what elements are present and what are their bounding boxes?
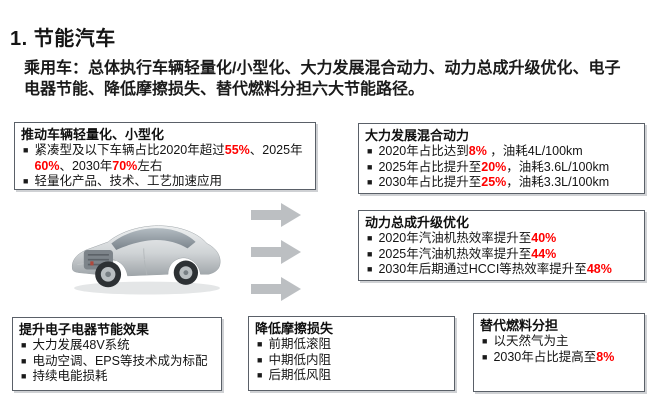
bullet-text: 2030年占比提升至25%，油耗3.3L/100km [378,175,610,189]
bullet-square-icon: ■ [21,371,27,381]
box-altfuel-title: 替代燃料分担 [480,318,559,333]
bullet-text: 2025年汽油机热效率提升至44% [378,246,557,261]
intro-line-2: 电器节能、降低摩擦损失、替代燃料分担六大节能路径。 [24,81,425,98]
bullet-square-icon: ■ [23,145,29,155]
bullet-text: 2020年汽油机热效率提升至40% [378,231,557,245]
bullet-text: 电动空调、EPS等技术成为标配 [32,353,208,368]
bullet-square-icon: ■ [21,355,27,366]
bullet-item: ■ 前期低滚阻 [255,337,448,353]
box-altfuel: 替代燃料分担 ■ 以天然气为主 ■ 2030年占比提高至8% [473,313,645,392]
box-electronics: 提升电子电器节能效果 ■ 大力发展48V系统 ■ 电动空调、EPS等技术成为标配… [12,317,222,391]
bullet-square-icon: ■ [21,340,27,350]
box-hybrid-title: 大力发展混合动力 [365,128,470,143]
bullet-square-icon: ■ [367,146,373,156]
bullet-text: 以天然气为主 [493,334,569,348]
bullet-item: ■ 2030年占比提升至25%，油耗3.3L/100km [365,175,638,191]
box-powertrain: 动力总成升级优化 ■ 2020年汽油机热效率提升至40% ■ 2025年汽油机热… [358,210,645,281]
bullet-item: ■ 后期低风阻 [255,368,448,384]
bullet-item: ■ 2020年占比达到8% ，油耗4L/100km [365,144,638,160]
bullet-square-icon: ■ [257,339,263,349]
bullet-square-icon: ■ [482,336,488,346]
box-hybrid: 大力发展混合动力 ■ 2020年占比达到8% ，油耗4L/100km ■ 202… [358,123,645,194]
right-arrow-icon [251,203,301,227]
right-arrow-icon [251,240,301,264]
bullet-square-icon: ■ [257,370,263,380]
bullet-text: 中期低内阻 [268,352,331,367]
bullet-text: 2030年后期通过HCCI等热效率提升至48% [378,262,612,276]
bullet-square-icon: ■ [367,177,373,187]
bullet-item: ■ 2025年汽油机热效率提升至44% [365,247,638,263]
bullet-item: ■ 紧凑型及以下车辆占比2020年超过55%、2025年60%、2030年70%… [21,143,309,174]
bullet-text: 持续电能损耗 [32,369,108,383]
flow-arrows [251,203,301,301]
box-lightweight-title: 推动车辆轻量化、小型化 [21,127,165,142]
intro-text: 乘用车：总体执行车辆轻量化/小型化、大力发展混合动力、动力总成升级优化、电子 电… [24,58,654,100]
bullet-item: ■ 2030年占比提高至8% [480,350,638,366]
bullet-square-icon: ■ [482,351,488,362]
bullet-item: ■ 持续电能损耗 [19,369,215,385]
car-cutaway-image [66,197,228,303]
bullet-item: ■ 2020年汽油机热效率提升至40% [365,231,638,247]
bullet-item: ■ 电动空调、EPS等技术成为标配 [19,354,215,370]
bullet-square-icon: ■ [367,264,373,274]
bullet-text: 2020年占比达到8% ，油耗4L/100km [378,144,583,158]
bullet-square-icon: ■ [367,248,373,259]
bullet-text: 2030年占比提高至8% [493,349,615,364]
bullet-text: 轻量化产品、技术、工艺加速应用 [34,174,222,188]
bullet-item: ■ 中期低内阻 [255,353,448,369]
bullet-item: ■ 2025年占比提升至20%，油耗3.6L/100km [365,160,638,176]
intro-line-1: 乘用车：总体执行车辆轻量化/小型化、大力发展混合动力、动力总成升级优化、电子 [24,60,621,77]
bullet-text: 紧凑型及以下车辆占比2020年超过55%、2025年60%、2030年70%左右 [34,143,303,173]
bullet-text: 后期低风阻 [268,368,331,382]
bullet-text: 2025年占比提升至20%，油耗3.6L/100km [378,159,610,174]
box-lightweight: 推动车辆轻量化、小型化 ■ 紧凑型及以下车辆占比2020年超过55%、2025年… [14,122,316,190]
bullet-item: ■ 大力发展48V系统 [19,338,215,354]
page-title: 1. 节能汽车 [10,28,116,50]
right-arrow-icon [251,277,301,301]
bullet-square-icon: ■ [367,233,373,243]
bullet-item: ■ 以天然气为主 [480,334,638,350]
box-friction: 降低摩擦损失 ■ 前期低滚阻 ■ 中期低内阻 ■ 后期低风阻 [248,316,455,391]
bullet-square-icon: ■ [23,176,29,186]
car-cutaway-svg [71,225,221,295]
box-friction-title: 降低摩擦损失 [255,321,334,336]
bullet-item: ■ 轻量化产品、技术、工艺加速应用 [21,174,309,190]
bullet-text: 大力发展48V系统 [32,338,130,352]
bullet-item: ■ 2030年后期通过HCCI等热效率提升至48% [365,262,638,278]
bullet-square-icon: ■ [367,161,373,172]
box-powertrain-title: 动力总成升级优化 [365,215,470,230]
box-electronics-title: 提升电子电器节能效果 [19,322,150,337]
bullet-text: 前期低滚阻 [268,337,331,351]
bullet-square-icon: ■ [257,354,263,365]
